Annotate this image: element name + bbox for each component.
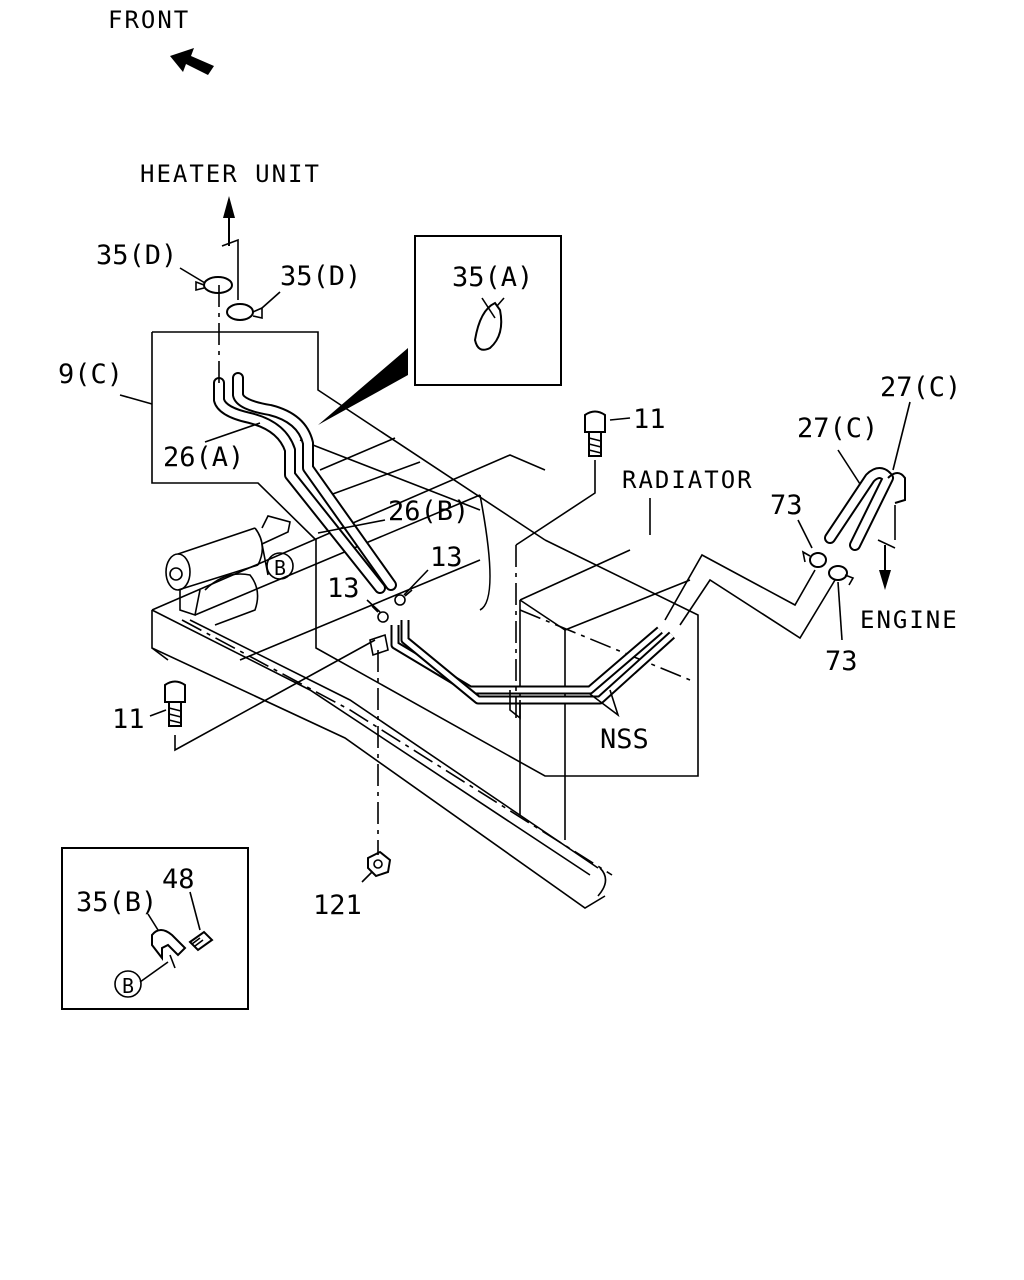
heater-unit-arrow-icon — [223, 196, 235, 246]
inset-35a — [414, 235, 562, 386]
leader-26a — [204, 422, 261, 443]
label-13-right: 13 — [430, 542, 463, 573]
inset-35a-pointer — [318, 348, 408, 425]
engine-hose-outline-bottom — [679, 578, 836, 640]
ref-b-inset: B — [114, 970, 142, 998]
radiator-label: RADIATOR — [622, 466, 754, 494]
label-27c-1: 27(C) — [797, 413, 878, 444]
inset-35b: B — [61, 847, 249, 1010]
hose-26a — [213, 377, 386, 594]
ref-b-main: B — [266, 552, 294, 580]
clamp-35d-upper — [195, 276, 233, 294]
leader-13-left — [366, 599, 381, 613]
label-48: 48 — [162, 864, 195, 895]
label-35d-1: 35(D) — [96, 240, 177, 271]
leader-27c-2 — [892, 401, 911, 471]
clamp-35d-lower — [226, 303, 263, 321]
nss-pointer — [589, 689, 620, 718]
heater-pipe-stub — [221, 238, 239, 300]
label-73-bottom: 73 — [825, 646, 858, 677]
label-35a: 35(A) — [452, 262, 533, 293]
hose-27c-pair — [824, 467, 906, 551]
leader-13-right — [403, 569, 429, 596]
front-label: FRONT — [108, 6, 190, 34]
clip-13-left — [371, 605, 389, 623]
label-35b: 35(B) — [76, 887, 157, 918]
leader-73-top — [797, 519, 813, 549]
leader-11-left — [149, 709, 167, 717]
clip-13-right — [394, 589, 413, 606]
heater-unit-label: HEATER UNIT — [140, 160, 321, 188]
front-arrow-icon — [170, 48, 214, 75]
engine-arrow-icon — [879, 545, 891, 590]
clamp-73-lower — [828, 565, 855, 586]
label-11-top: 11 — [633, 404, 666, 435]
clamp-73-upper — [801, 550, 827, 568]
leader-35d-2 — [261, 291, 281, 309]
nut-121 — [367, 850, 392, 878]
label-13-left: 13 — [327, 573, 360, 604]
leader-35d-1 — [179, 267, 206, 284]
frame-crossmember — [151, 437, 613, 909]
svg-text:B: B — [122, 974, 134, 998]
label-9c: 9(C) — [58, 359, 123, 390]
label-26a: 26(A) — [163, 442, 244, 473]
label-121: 121 — [313, 890, 362, 921]
label-26b: 26(B) — [388, 496, 469, 527]
label-11-left: 11 — [112, 704, 145, 735]
svg-text:B: B — [274, 556, 286, 580]
leader-121 — [361, 871, 373, 883]
bolt-11-left — [164, 680, 186, 727]
bolt-11-top — [584, 410, 606, 457]
hose-26b — [232, 372, 397, 591]
leader-27c-1 — [837, 449, 861, 485]
hose-9c-outline — [119, 331, 699, 777]
label-35d-2: 35(D) — [280, 261, 361, 292]
label-27c-2: 27(C) — [880, 372, 961, 403]
leader-26b — [317, 519, 386, 534]
engine-hose-outline-top — [664, 553, 816, 621]
label-73-top: 73 — [770, 490, 803, 521]
leader-bolt-11-top-path — [515, 460, 596, 546]
leader-73-bottom — [837, 581, 843, 641]
bolt-48 — [188, 930, 214, 952]
steel-pipe-9c — [369, 620, 676, 720]
nss-label: NSS — [600, 724, 649, 755]
engine-label: ENGINE — [860, 606, 959, 634]
leader-11-top — [609, 417, 631, 421]
leader-bolt-11-left-path — [174, 639, 376, 752]
